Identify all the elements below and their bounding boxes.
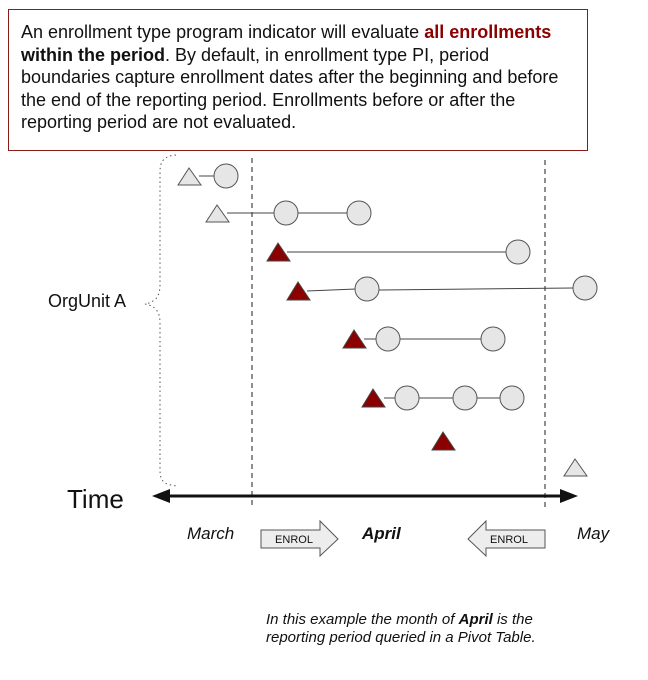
enrollment-outside-triangle — [205, 204, 230, 223]
footnote-prefix: In this example the month of — [266, 611, 459, 628]
enrollment-within-triangle — [342, 329, 367, 349]
orgunit-label: OrgUnit A — [48, 291, 127, 311]
enrollment-within-triangle — [361, 388, 386, 408]
enrol-arrow-right — [260, 519, 339, 558]
callout-text: An enrollment type program indicator wil… — [21, 21, 575, 134]
month-april: April — [362, 524, 401, 543]
event-circle — [375, 326, 401, 352]
footnote-suffix: is the reporting period queried in a Piv… — [266, 611, 536, 646]
enrol-right-label: ENROL — [490, 534, 528, 546]
footnote-period: April — [458, 611, 493, 628]
event-circle — [480, 326, 506, 352]
enrollment-within-triangle — [431, 431, 456, 451]
event-circle — [572, 275, 598, 301]
enrollment-outside-triangle — [177, 167, 202, 186]
enrol-arrow-left — [467, 519, 546, 558]
callout-text-rest: . By default, in enrollment type PI, per… — [21, 44, 559, 133]
callout-highlight-red: all enrollments — [424, 22, 552, 42]
event-circle — [213, 163, 239, 189]
enrollment-outside-triangle — [563, 458, 588, 477]
enrol-left-label: ENROL — [275, 534, 313, 546]
time-axis — [152, 489, 578, 503]
month-may: May — [577, 524, 610, 543]
enrollment-within-triangle — [266, 242, 291, 262]
event-circle — [354, 276, 380, 302]
event-circle — [346, 200, 372, 226]
event-circle — [505, 239, 531, 265]
time-label: Time — [67, 484, 124, 514]
footnote: In this example the month of April is th… — [266, 611, 566, 647]
enrollment-within-triangle — [286, 281, 311, 301]
event-circle — [499, 385, 525, 411]
event-connectors — [199, 175, 575, 399]
time-axis-left-arrowhead — [152, 489, 170, 503]
month-march: March — [187, 524, 235, 543]
callout-text-part: An enrollment type program indicator wil… — [21, 22, 425, 42]
callout-highlight-bold: within the period — [21, 44, 165, 65]
event-circle — [394, 385, 420, 411]
info-callout: An enrollment type program indicator wil… — [8, 9, 588, 151]
orgunit-brace — [144, 154, 179, 487]
event-circle — [452, 385, 478, 411]
event-circle — [273, 200, 299, 226]
time-axis-right-arrowhead — [560, 489, 578, 503]
